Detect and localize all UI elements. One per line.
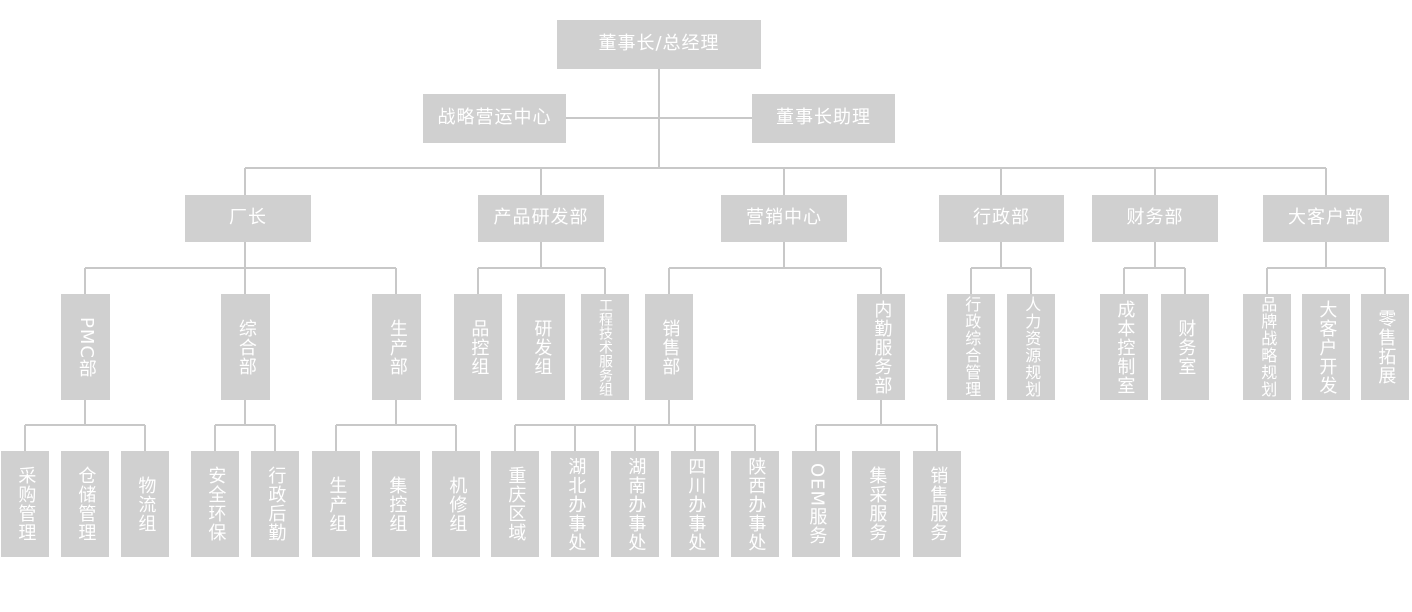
node-key-account-dev: 大客户开发	[1302, 294, 1350, 400]
node-admin-logistics-label: 行政后勤	[265, 466, 287, 542]
node-finance-office-label: 财务室	[1175, 318, 1197, 376]
node-inside-sales: 内勤服务部	[857, 294, 905, 400]
node-maintenance-label: 机修组	[446, 475, 468, 533]
node-general-label: 综合部	[235, 318, 257, 376]
node-cost-control: 成本控制室	[1100, 294, 1148, 400]
node-sichuan: 四川办事处	[671, 451, 719, 557]
node-hunan-label: 湖南办事处	[625, 456, 647, 552]
node-admin-management-label: 行政综合管理	[962, 296, 982, 398]
node-general: 综合部	[221, 294, 270, 400]
node-research-label: 研发组	[531, 318, 553, 376]
node-factory-director: 厂长	[185, 195, 311, 242]
node-warehouse-label: 仓储管理	[75, 466, 97, 542]
node-engineering: 工程技术服务组	[581, 294, 629, 400]
node-sales-service: 销售服务	[913, 451, 961, 557]
node-safety: 安全环保	[191, 451, 239, 557]
node-production-label: 生产部	[386, 318, 408, 376]
node-central-control-label: 集控组	[386, 475, 408, 533]
node-chongqing: 重庆区域	[491, 451, 539, 557]
node-sales-label: 销售部	[659, 318, 681, 376]
node-purchasing-label: 采购管理	[15, 466, 37, 542]
node-oem: OEM服务	[792, 451, 840, 557]
node-admin-dept: 行政部	[939, 195, 1064, 242]
node-production-group: 生产组	[312, 451, 360, 557]
node-safety-label: 安全环保	[205, 466, 227, 542]
node-sales: 销售部	[645, 294, 693, 400]
node-retail-expansion: 零售拓展	[1361, 294, 1409, 400]
node-sichuan-label: 四川办事处	[685, 456, 707, 552]
node-key-accounts-dept: 大客户部	[1263, 195, 1389, 242]
node-warehouse: 仓储管理	[61, 451, 109, 557]
node-admin-logistics: 行政后勤	[251, 451, 299, 557]
node-admin-management: 行政综合管理	[947, 294, 995, 400]
node-central-control: 集控组	[372, 451, 420, 557]
node-brand-strategy-label: 品牌战略规划	[1258, 296, 1278, 398]
node-ceo: 董事长/总经理	[557, 20, 761, 69]
node-engineering-label: 工程技术服务组	[597, 298, 614, 396]
node-inside-sales-label: 内勤服务部	[871, 299, 893, 395]
node-quality: 品控组	[454, 294, 502, 400]
node-hubei-label: 湖北办事处	[565, 456, 587, 552]
node-research: 研发组	[517, 294, 565, 400]
node-cost-control-label: 成本控制室	[1114, 299, 1136, 395]
node-logistics: 物流组	[121, 451, 169, 557]
node-shaanxi: 陕西办事处	[731, 451, 779, 557]
node-quality-label: 品控组	[468, 318, 490, 376]
node-maintenance: 机修组	[432, 451, 480, 557]
node-brand-strategy: 品牌战略规划	[1243, 294, 1291, 400]
node-purchasing: 采购管理	[1, 451, 49, 557]
node-rnd-dept: 产品研发部	[478, 195, 604, 242]
node-procurement-label: 集采服务	[866, 466, 888, 542]
node-chairman-assistant: 董事长助理	[752, 94, 895, 143]
node-hr-planning-label: 人力资源规划	[1022, 296, 1042, 398]
node-finance-office: 财务室	[1161, 294, 1209, 400]
node-hunan: 湖南办事处	[611, 451, 659, 557]
node-strategy-center: 战略营运中心	[423, 94, 566, 143]
node-hr-planning: 人力资源规划	[1007, 294, 1055, 400]
node-pmc-label: PMC部	[75, 316, 97, 378]
node-procurement: 集采服务	[852, 451, 900, 557]
node-pmc: PMC部	[61, 294, 110, 400]
node-retail-expansion-label: 零售拓展	[1375, 309, 1397, 385]
node-production: 生产部	[372, 294, 421, 400]
node-production-group-label: 生产组	[326, 475, 348, 533]
node-finance-dept: 财务部	[1092, 195, 1218, 242]
node-shaanxi-label: 陕西办事处	[745, 456, 767, 552]
node-logistics-label: 物流组	[135, 475, 157, 533]
node-marketing-center: 营销中心	[721, 195, 847, 242]
node-sales-service-label: 销售服务	[927, 466, 949, 542]
node-chongqing-label: 重庆区域	[505, 466, 527, 542]
node-key-account-dev-label: 大客户开发	[1316, 299, 1338, 395]
node-oem-label: OEM服务	[806, 462, 828, 546]
node-hubei: 湖北办事处	[551, 451, 599, 557]
